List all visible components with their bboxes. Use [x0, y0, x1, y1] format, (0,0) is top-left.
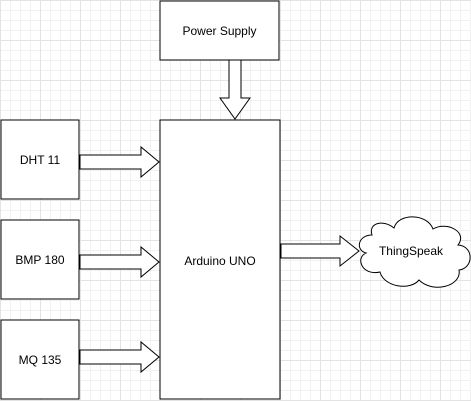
- dht11-label: DHT 11: [20, 153, 61, 167]
- arduino-uno-label: Arduino UNO: [184, 254, 255, 268]
- dht11-block[interactable]: DHT 11: [0, 119, 80, 200]
- bmp180-block[interactable]: BMP 180: [0, 219, 80, 300]
- dht11-arrow: [79, 145, 160, 179]
- bmp180-arrow: [79, 245, 160, 279]
- cloud-icon: [358, 216, 471, 288]
- thingspeak-label: ThingSpeak: [379, 244, 444, 258]
- thingspeak-cloud[interactable]: ThingSpeak: [358, 216, 471, 288]
- power-supply-block[interactable]: Power Supply: [159, 0, 280, 61]
- arduino-uno-block[interactable]: Arduino UNO: [159, 119, 281, 400]
- power-arrow: [219, 59, 251, 120]
- bmp180-label: BMP 180: [15, 253, 64, 267]
- power-supply-label: Power Supply: [182, 24, 256, 38]
- mq135-block[interactable]: MQ 135: [0, 319, 80, 400]
- mq135-label: MQ 135: [19, 353, 62, 367]
- thingspeak-arrow: [280, 234, 360, 268]
- mq135-arrow: [79, 340, 160, 374]
